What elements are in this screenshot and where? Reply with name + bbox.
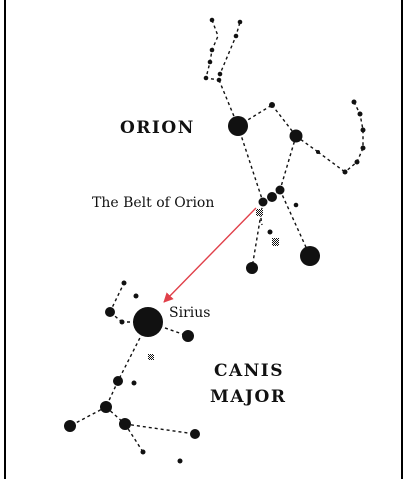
nebula-patch xyxy=(272,238,279,246)
canis-label: CANIS xyxy=(214,361,284,381)
star xyxy=(182,330,194,342)
star xyxy=(119,418,131,430)
star-saiph xyxy=(246,262,258,274)
star-betelgeuse xyxy=(228,116,248,136)
star xyxy=(355,160,360,165)
star xyxy=(316,150,320,154)
sirius-label: Sirius xyxy=(169,305,210,321)
orion-label: ORION xyxy=(120,118,195,138)
star xyxy=(361,146,366,151)
belt-star-alnilam xyxy=(267,192,277,202)
nebula-patch xyxy=(256,209,263,216)
star-rigel xyxy=(300,246,320,266)
orion-stars xyxy=(204,18,366,274)
star xyxy=(217,78,222,83)
star xyxy=(204,76,209,81)
star xyxy=(134,294,139,299)
star-sirius xyxy=(133,307,163,337)
star xyxy=(234,34,239,39)
star xyxy=(210,48,215,53)
star xyxy=(113,376,123,386)
star xyxy=(178,459,183,464)
star xyxy=(210,18,215,23)
star xyxy=(238,20,243,25)
star xyxy=(269,102,275,108)
nebula-patch xyxy=(148,354,154,360)
belt-star-mintaka xyxy=(276,186,285,195)
star xyxy=(64,420,76,432)
star xyxy=(122,281,127,286)
star-bellatrix xyxy=(290,130,303,143)
star xyxy=(105,307,115,317)
orion-lines xyxy=(206,20,363,268)
star xyxy=(268,230,273,235)
star xyxy=(190,429,200,439)
major-label: MAJOR xyxy=(210,387,287,407)
star xyxy=(358,112,363,117)
star xyxy=(361,128,366,133)
star xyxy=(132,381,137,386)
star xyxy=(208,60,213,65)
star xyxy=(218,72,223,77)
star xyxy=(294,203,299,208)
star xyxy=(141,450,146,455)
star xyxy=(120,320,125,325)
star xyxy=(352,100,357,105)
star xyxy=(343,170,348,175)
pointer-arrow xyxy=(164,208,256,302)
belt-of-orion-label: The Belt of Orion xyxy=(92,195,214,211)
orion-nebula xyxy=(148,209,279,360)
belt-star-alnitak xyxy=(259,198,268,207)
star xyxy=(100,401,112,413)
